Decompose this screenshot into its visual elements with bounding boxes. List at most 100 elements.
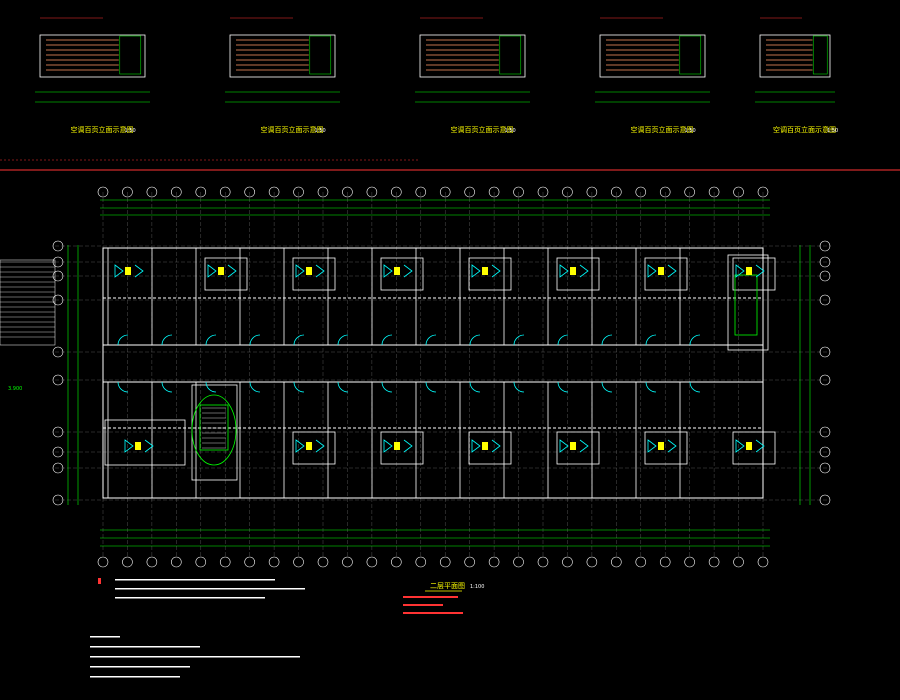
bathroom-block [204, 257, 248, 291]
toilet-fixture [114, 264, 124, 278]
axis-bubble-bottom [586, 556, 598, 568]
axis-bubble-bottom [659, 556, 671, 568]
axis-bubble-bottom [97, 556, 109, 568]
door-swing [469, 334, 481, 346]
door-swing [337, 334, 349, 346]
sink-fixture [570, 442, 576, 450]
shower-fixture [491, 264, 501, 278]
door-swing [381, 334, 393, 346]
axis-bubble-top [635, 186, 647, 198]
axis-bubble-bottom [268, 556, 280, 568]
axis-bubble-right [819, 494, 831, 506]
shower-fixture [315, 439, 325, 453]
axis-bubble-top [195, 186, 207, 198]
plan-title: 二层平面图 [430, 582, 465, 590]
bathroom-block [104, 419, 186, 466]
axis-bubble-bottom [708, 556, 720, 568]
axis-bubble-bottom [342, 556, 353, 568]
sink-fixture [218, 267, 224, 275]
bathroom-block [468, 431, 512, 465]
bathroom-block [468, 257, 512, 291]
toilet-fixture [471, 264, 481, 278]
shower-fixture [667, 439, 677, 453]
shower-fixture [144, 439, 154, 453]
axis-bubble-left [52, 494, 64, 506]
sink-fixture [135, 442, 141, 450]
axis-bubble-bottom [146, 556, 158, 568]
axis-bubble-bottom [317, 556, 329, 568]
elevation-title: 空调百页立面示意图 [773, 125, 836, 134]
door-swing [205, 381, 217, 393]
toilet-fixture [559, 439, 569, 453]
elevation-scale: 1:50 [685, 128, 696, 134]
axis-bubble-left [52, 462, 64, 474]
axis-bubble-bottom [611, 556, 622, 568]
axis-bubble-top [439, 186, 451, 198]
axis-bubble-bottom [439, 556, 451, 568]
shower-fixture [403, 264, 413, 278]
toilet-fixture [471, 439, 481, 453]
sink-fixture [658, 442, 664, 450]
door-swing [117, 381, 129, 393]
bathroom-block [732, 431, 776, 465]
wall-lines [102, 247, 764, 499]
axis-bubble-bottom [562, 556, 573, 568]
elevation-title: 空调百页立面示意图 [71, 125, 134, 134]
elevation-title: 空调百页立面示意图 [451, 125, 514, 134]
axis-bubble-bottom [464, 556, 475, 568]
shower-fixture [667, 264, 677, 278]
door-swing [425, 381, 437, 393]
plan-scale: 1:100 [470, 584, 484, 590]
axis-bubble-top [611, 186, 622, 198]
axis-bubble-top [733, 186, 744, 198]
door-swing [513, 334, 525, 346]
elevation-frame [39, 34, 146, 78]
door-swing [161, 334, 173, 346]
elevation-frame [759, 34, 831, 78]
axis-bubble-bottom [488, 556, 500, 568]
toilet-fixture [735, 264, 745, 278]
elevation-scale: 1:50 [315, 128, 326, 134]
axis-bubble-top [97, 186, 109, 198]
axis-bubble-left [52, 270, 64, 282]
sink-fixture [306, 267, 312, 275]
bathroom-fixtures [114, 264, 765, 453]
axis-bubble-bottom [415, 556, 427, 568]
axis-bubble-top [757, 186, 769, 198]
axis-bubble-top [268, 186, 280, 198]
sink-fixture [394, 267, 400, 275]
door-swing [117, 334, 129, 346]
bathroom-block [556, 257, 600, 291]
axis-bubble-top [366, 186, 378, 198]
toilet-fixture [295, 264, 305, 278]
bathroom-block [644, 431, 688, 465]
door-swing [513, 381, 525, 393]
second-floor-plan: 3.900 [0, 186, 831, 568]
axis-bubble-bottom [537, 556, 549, 568]
door-swing [249, 381, 261, 393]
axis-bubble-top [219, 186, 231, 198]
toilet-fixture [383, 439, 393, 453]
elevation-frame [419, 34, 526, 78]
door-swing [381, 381, 393, 393]
shower-fixture [134, 264, 144, 278]
dimension-lines [67, 199, 811, 547]
axis-bubble-bottom [684, 556, 695, 568]
axis-bubble-left [52, 346, 64, 358]
toilet-fixture [207, 264, 217, 278]
axis-bubble-top [513, 186, 524, 198]
general-notes-block [90, 578, 305, 678]
door-swing [205, 334, 217, 346]
toilet-fixture [647, 264, 657, 278]
door-swings [117, 334, 701, 393]
axis-bubble-left [52, 446, 64, 458]
central-stair [191, 384, 238, 481]
shower-fixture [579, 264, 589, 278]
axis-bubble-bottom [635, 556, 647, 568]
bathroom-block [644, 257, 688, 291]
axis-bubble-right [819, 240, 831, 252]
level-mark: 3.900 [8, 386, 22, 392]
